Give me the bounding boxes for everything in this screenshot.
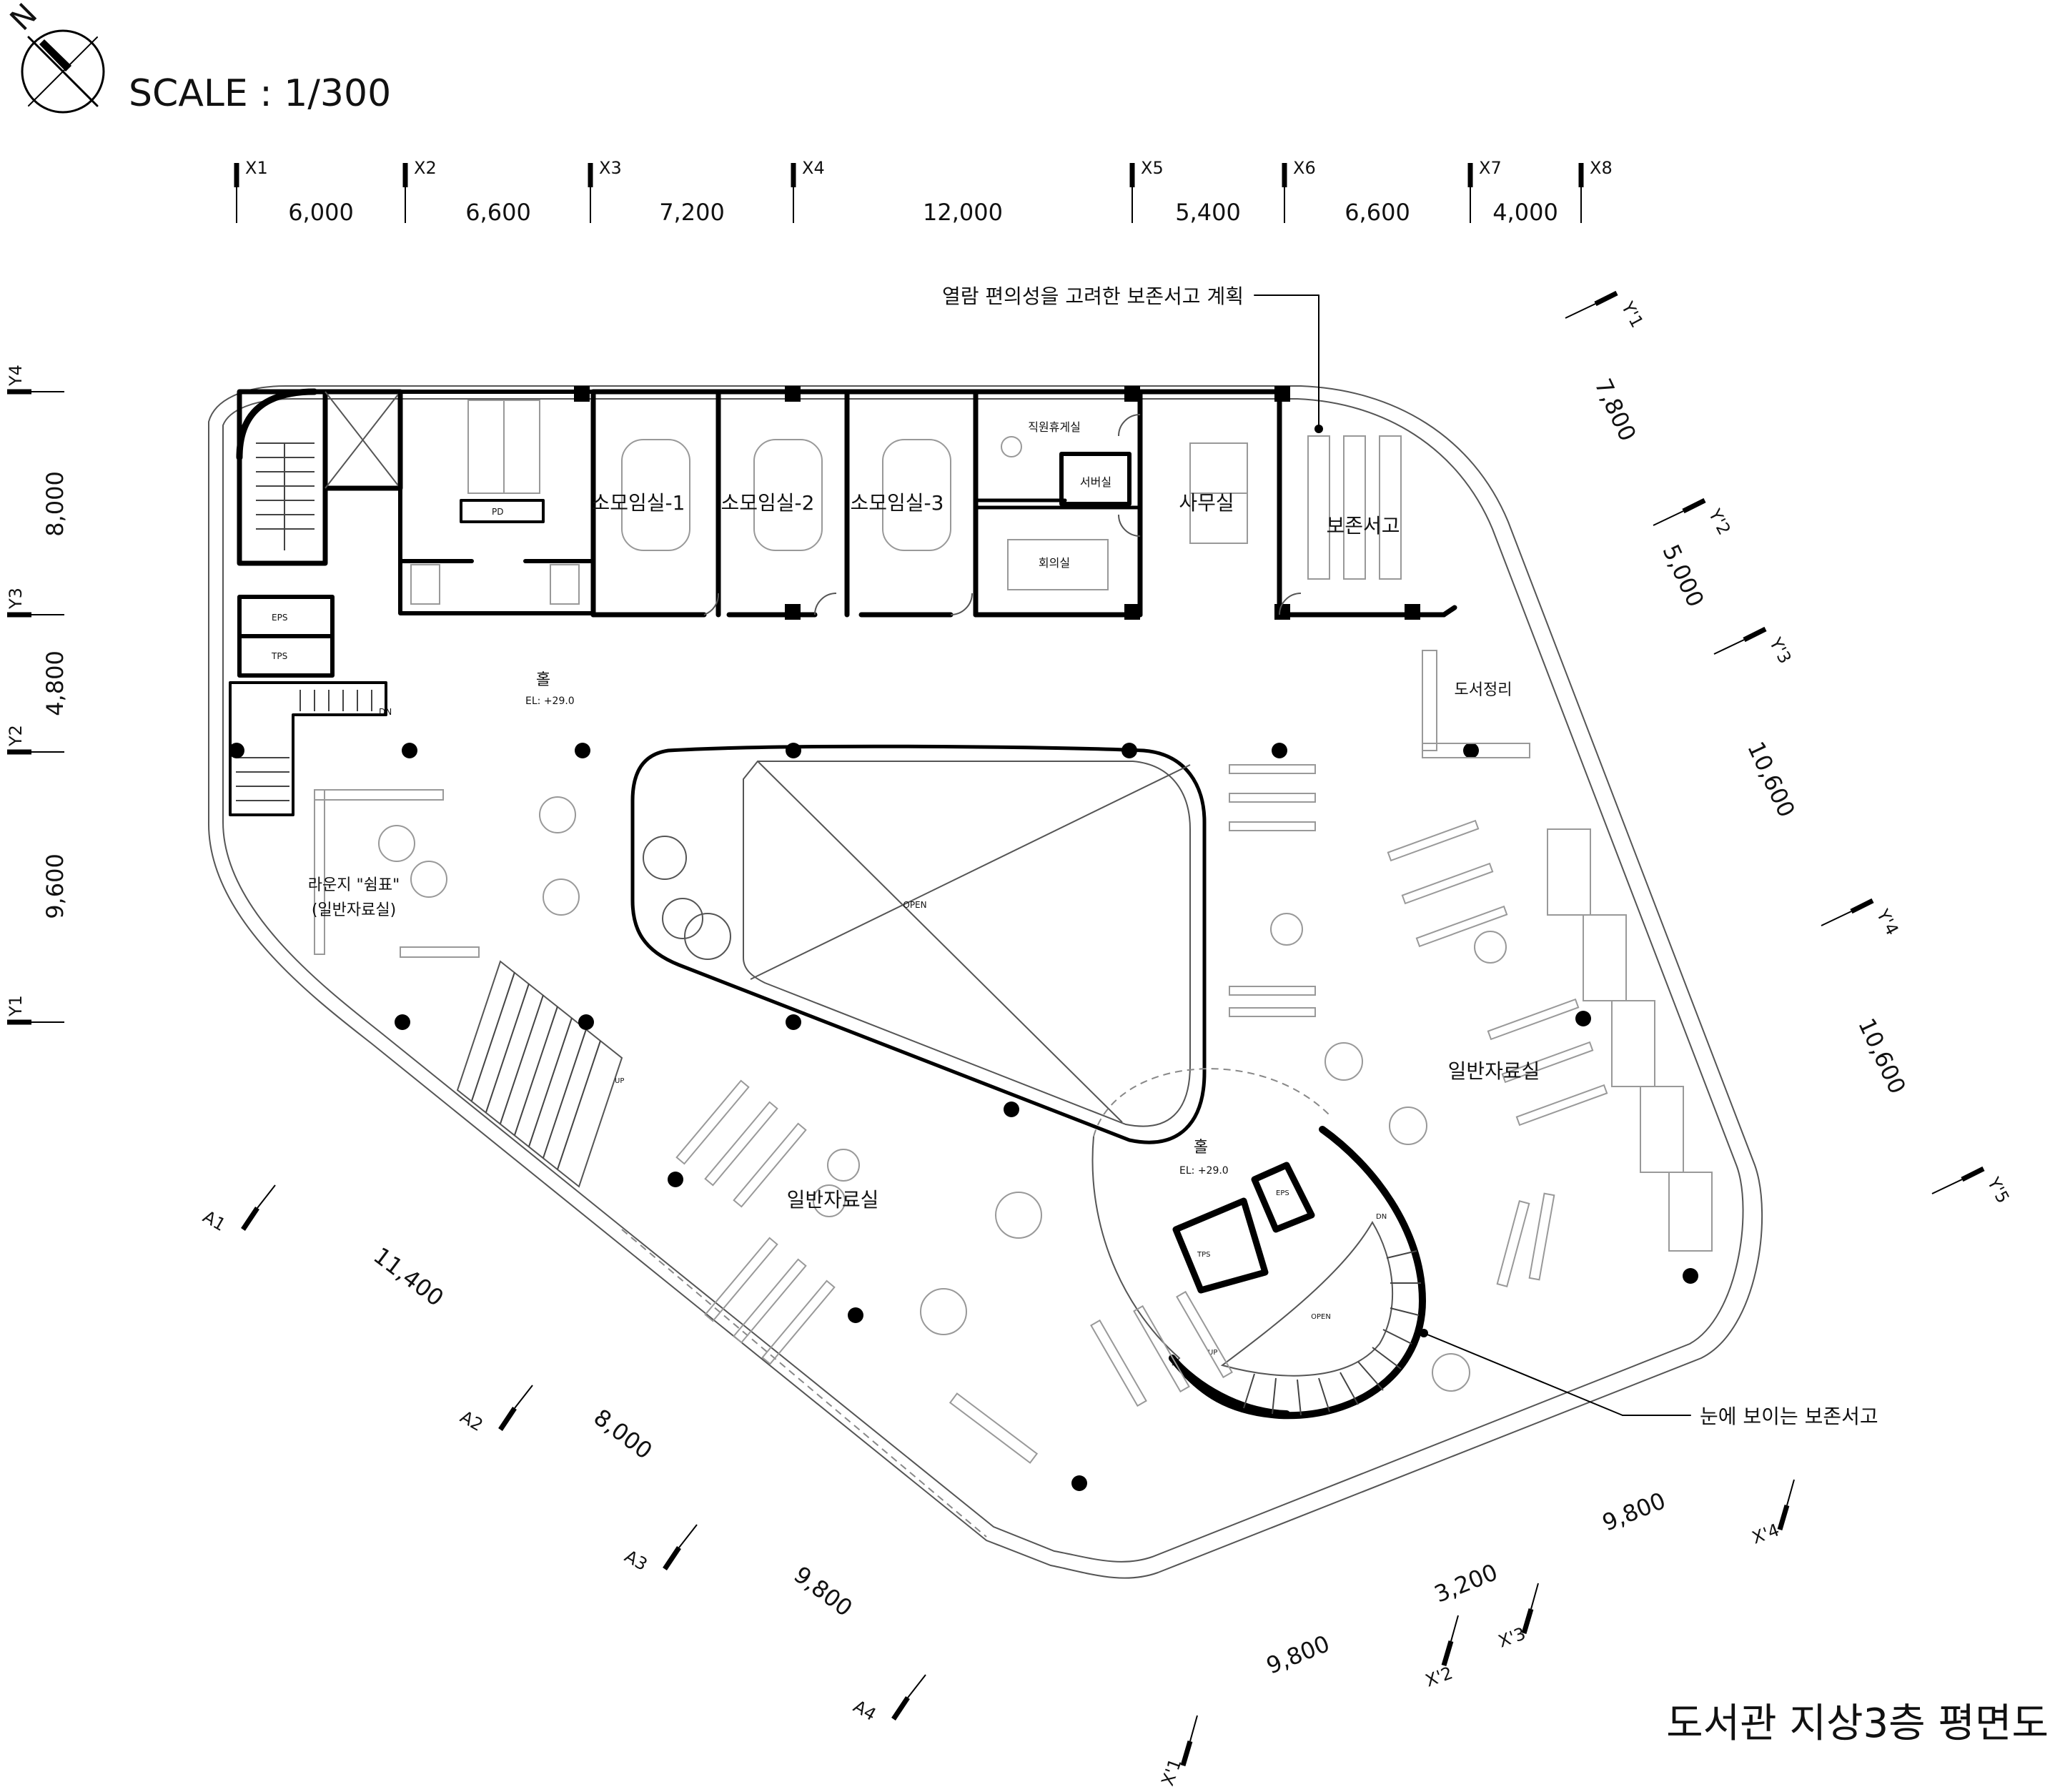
- grid-x-dim-5: 5,400: [1175, 199, 1241, 226]
- grid-y-prime-dim-1: 7,800: [1589, 375, 1641, 445]
- grid-y2-label: Y2: [6, 725, 26, 747]
- core-tps-label: TPS: [1197, 1251, 1211, 1259]
- callout-storage-plan: 열람 편의성을 고려한 보존서고 계획: [942, 284, 1323, 433]
- room-storage: 보존서고: [1326, 514, 1400, 538]
- grid-y-prime-dim-4: 10,600: [1853, 1014, 1911, 1099]
- grid-a4-label: A4: [850, 1696, 879, 1725]
- grid-x-dim-4: 12,000: [923, 199, 1003, 226]
- grid-x-dim-2: 6,600: [465, 199, 531, 226]
- grid-x5-label: X5: [1141, 158, 1164, 178]
- lounge-label-2: (일반자료실): [312, 901, 396, 919]
- grid-x-prime-1-label: X'1: [1157, 1756, 1185, 1788]
- core-eps-label: EPS: [1276, 1189, 1289, 1197]
- grid-x-axis: X1 X2 X3 X4 X5 X6 X7 X8 6,000 6,600 7,20…: [234, 158, 1613, 226]
- room-small-3: 소모임실-3: [851, 491, 944, 515]
- grid-a-dim-2: 8,000: [589, 1403, 658, 1464]
- grid-y-prime-dim-2: 5,000: [1657, 540, 1709, 611]
- grid-a-axis: A1 A2 A3 A4 11,400 8,000 9,800: [199, 1184, 926, 1725]
- room-sorting: 도서정리: [1455, 681, 1512, 699]
- grid-x-prime-dim-1: 9,800: [1262, 1630, 1333, 1680]
- callout-visible-storage: 눈에 보이는 보존서고: [1420, 1329, 1878, 1428]
- grid-x-dim-7: 4,000: [1492, 199, 1558, 226]
- pd-label: PD: [492, 507, 503, 517]
- grid-a3-label: A3: [621, 1546, 650, 1575]
- grid-x3-label: X3: [599, 158, 622, 178]
- grid-y-prime-4-label: Y'4: [1872, 906, 1902, 939]
- grid-a2-label: A2: [457, 1407, 486, 1435]
- lounge-label-1: 라운지 "쉼표": [308, 876, 400, 894]
- grid-y-dim-1: 8,000: [41, 471, 69, 537]
- diagonal-stair: UP: [456, 960, 624, 1188]
- spiral-up-label: UP: [1208, 1349, 1217, 1357]
- hall-core-label: 홀: [1194, 1139, 1208, 1157]
- general-left-label: 일반자료실: [787, 1188, 879, 1212]
- grid-a-dim-3: 9,800: [789, 1560, 858, 1621]
- grid-a1-label: A1: [199, 1207, 229, 1235]
- stair-core: EPS TPS OPEN UP DN: [1091, 1068, 1426, 1420]
- diagonal-stair-up: UP: [615, 1077, 624, 1085]
- grid-y-dim-2: 4,800: [41, 650, 69, 716]
- furniture: [314, 650, 1713, 1464]
- room-office: 사무실: [1179, 491, 1234, 515]
- grid-y-dim-3: 9,600: [41, 853, 69, 919]
- general-right-label: 일반자료실: [1448, 1059, 1540, 1083]
- grid-y4-label: Y4: [6, 365, 26, 387]
- grid-y-prime-1-label: Y'1: [1617, 298, 1647, 331]
- grid-x-dim-3: 7,200: [659, 199, 725, 226]
- grid-x-prime-dim-2: 3,200: [1430, 1558, 1501, 1608]
- room-meeting: 회의실: [1039, 556, 1070, 570]
- north-label: N: [3, 0, 44, 37]
- callout-visible-storage-text: 눈에 보이는 보존서고: [1700, 1405, 1878, 1428]
- room-small-1: 소모임실-1: [592, 491, 685, 515]
- north-arrow-icon: [21, 29, 105, 114]
- grid-x4-label: X4: [802, 158, 825, 178]
- service-core: EPS TPS PD DN: [229, 389, 595, 816]
- grid-y1-label: Y1: [6, 995, 26, 1017]
- grid-y3-label: Y3: [6, 588, 26, 610]
- spiral-dn-label: DN: [1376, 1213, 1387, 1221]
- hall-top-label: 홀: [536, 671, 550, 689]
- grid-y-prime-5-label: Y'5: [1983, 1174, 2013, 1207]
- hall-top-el: EL: +29.0: [525, 695, 575, 707]
- grid-x-dim-6: 6,600: [1345, 199, 1410, 226]
- grid-x7-label: X7: [1479, 158, 1502, 178]
- room-staff-lounge: 직원휴게실: [1028, 420, 1081, 434]
- grid-y-prime-axis: Y'1 Y'2 Y'3 Y'4 Y'5 7,800 5,000 10,600 1…: [1565, 290, 2014, 1207]
- grid-a-dim-1: 11,400: [368, 1242, 448, 1312]
- callout-storage-plan-text: 열람 편의성을 고려한 보존서고 계획: [942, 284, 1244, 308]
- grid-x8-label: X8: [1590, 158, 1613, 178]
- drawing-title: 도서관 지상3층 평면도: [1666, 1701, 2049, 1747]
- tps-label: TPS: [271, 651, 287, 661]
- eps-label: EPS: [272, 613, 287, 623]
- central-void: OPEN: [630, 744, 1207, 1144]
- grid-y-prime-dim-3: 10,600: [1742, 738, 1801, 822]
- grid-x-dim-1: 6,000: [288, 199, 354, 226]
- grid-x-prime-dim-3: 9,800: [1598, 1487, 1669, 1537]
- spiral-open-label: OPEN: [1311, 1313, 1331, 1321]
- hall-core-el: EL: +29.0: [1179, 1165, 1229, 1177]
- area-labels: 홀 EL: +29.0 라운지 "쉼표" (일반자료실) 도서정리 일반자료실 …: [308, 671, 1540, 1212]
- top-rooms: 소모임실-1 소모임실-2 소모임실-3 직원휴게실 서버실 회의실 사무실 보…: [574, 386, 1457, 620]
- scale-label: SCALE : 1/300: [129, 72, 391, 115]
- grid-y-prime-3-label: Y'3: [1765, 634, 1795, 667]
- building-outline: [207, 385, 1763, 1579]
- void-open-label: OPEN: [903, 900, 926, 910]
- room-secretary: 서버실: [1080, 475, 1111, 489]
- grid-x1-label: X1: [245, 158, 268, 178]
- grid-x6-label: X6: [1293, 158, 1316, 178]
- grid-y-prime-2-label: Y'2: [1704, 505, 1734, 538]
- grid-x-prime-4-label: X'4: [1749, 1520, 1782, 1548]
- stair-dn-label: DN: [379, 707, 392, 717]
- room-small-2: 소모임실-2: [721, 491, 815, 515]
- grid-x-prime-2-label: X'2: [1422, 1663, 1455, 1690]
- grid-y-axis: Y4 Y3 Y2 Y1 8,000 4,800 9,600: [6, 365, 69, 1025]
- structural-columns: [229, 743, 1698, 1491]
- grid-x2-label: X2: [414, 158, 437, 178]
